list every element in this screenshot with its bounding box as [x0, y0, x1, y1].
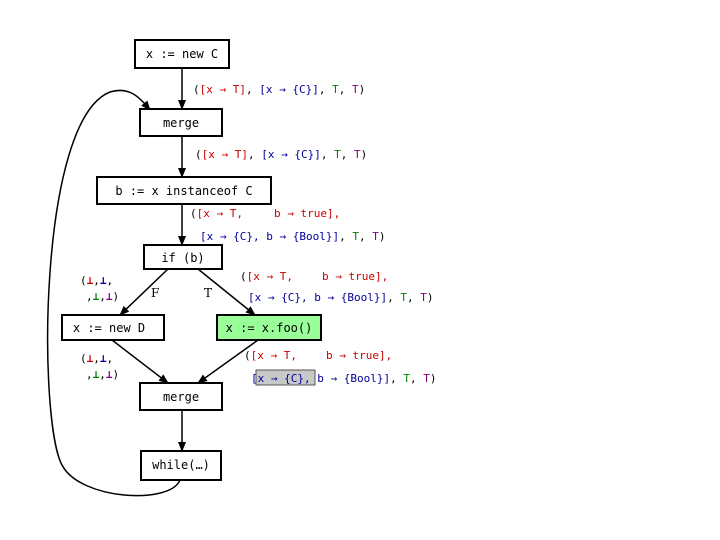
annotation-3-line-1: ([x → T,: [190, 207, 243, 220]
selection-highlight: [255, 369, 316, 386]
edge-label-true: T: [204, 286, 212, 300]
node-if[interactable]: if (b): [143, 244, 223, 270]
node-merge-2[interactable]: merge: [139, 382, 223, 411]
node-merge-1-label: merge: [163, 116, 199, 130]
annotation-5-line-1b: b → true],: [326, 349, 392, 362]
edge-newd-merge: [111, 339, 169, 384]
node-new-c[interactable]: x := new C: [134, 39, 230, 69]
svg-text:(⊥,⊥,: (⊥,⊥,: [80, 352, 113, 365]
node-instanceof[interactable]: b := x instanceof C: [96, 176, 272, 205]
highlighted-mapping: x → {C}: [258, 372, 304, 385]
edge-loop-back: [46, 89, 181, 497]
node-foo-label: x := x.foo(): [226, 321, 313, 335]
annotation-5-line-2: [x → {C}, b → {Bool}], T, T): [251, 372, 436, 385]
annotation-2: ([x → T], [x → {C}], T, T): [195, 148, 367, 161]
node-while-label: while(…): [152, 458, 210, 472]
bottom-tuple-1: (⊥,⊥, ,⊥,⊥): [80, 274, 119, 303]
bottom-tuple-2: (⊥,⊥, ,⊥,⊥): [80, 352, 119, 381]
node-instanceof-label: b := x instanceof C: [115, 184, 252, 198]
node-new-d-label: x := new D: [73, 321, 145, 335]
node-new-d[interactable]: x := new D: [61, 314, 165, 341]
node-if-label: if (b): [161, 251, 204, 265]
node-while[interactable]: while(…): [140, 450, 222, 481]
node-merge-2-label: merge: [163, 390, 199, 404]
svg-text:,⊥,⊥): ,⊥,⊥): [86, 290, 119, 303]
annotation-3-line-2: [x → {C}, b → {Bool}], T, T): [200, 230, 385, 243]
node-foo[interactable]: x := x.foo(): [216, 314, 322, 341]
annotation-4-line-1b: b → true],: [322, 270, 388, 283]
edge-foo-merge: [197, 339, 259, 384]
edge-label-false: F: [151, 286, 159, 300]
edge-if-newd: [119, 268, 169, 316]
node-merge-1[interactable]: merge: [139, 108, 223, 137]
annotation-3-line-1b: b → true],: [274, 207, 340, 220]
annotation-1: ([x → T], [x → {C}], T, T): [193, 83, 365, 96]
node-new-c-label: x := new C: [146, 47, 218, 61]
edge-if-foo: [197, 268, 256, 316]
annotation-5-line-1: ([x → T,: [244, 349, 297, 362]
svg-text:(⊥,⊥,: (⊥,⊥,: [80, 274, 113, 287]
svg-text:,⊥,⊥): ,⊥,⊥): [86, 368, 119, 381]
annotation-4-line-2: [x → {C}, b → {Bool}], T, T): [248, 291, 433, 304]
annotation-4-line-1: ([x → T,: [240, 270, 293, 283]
